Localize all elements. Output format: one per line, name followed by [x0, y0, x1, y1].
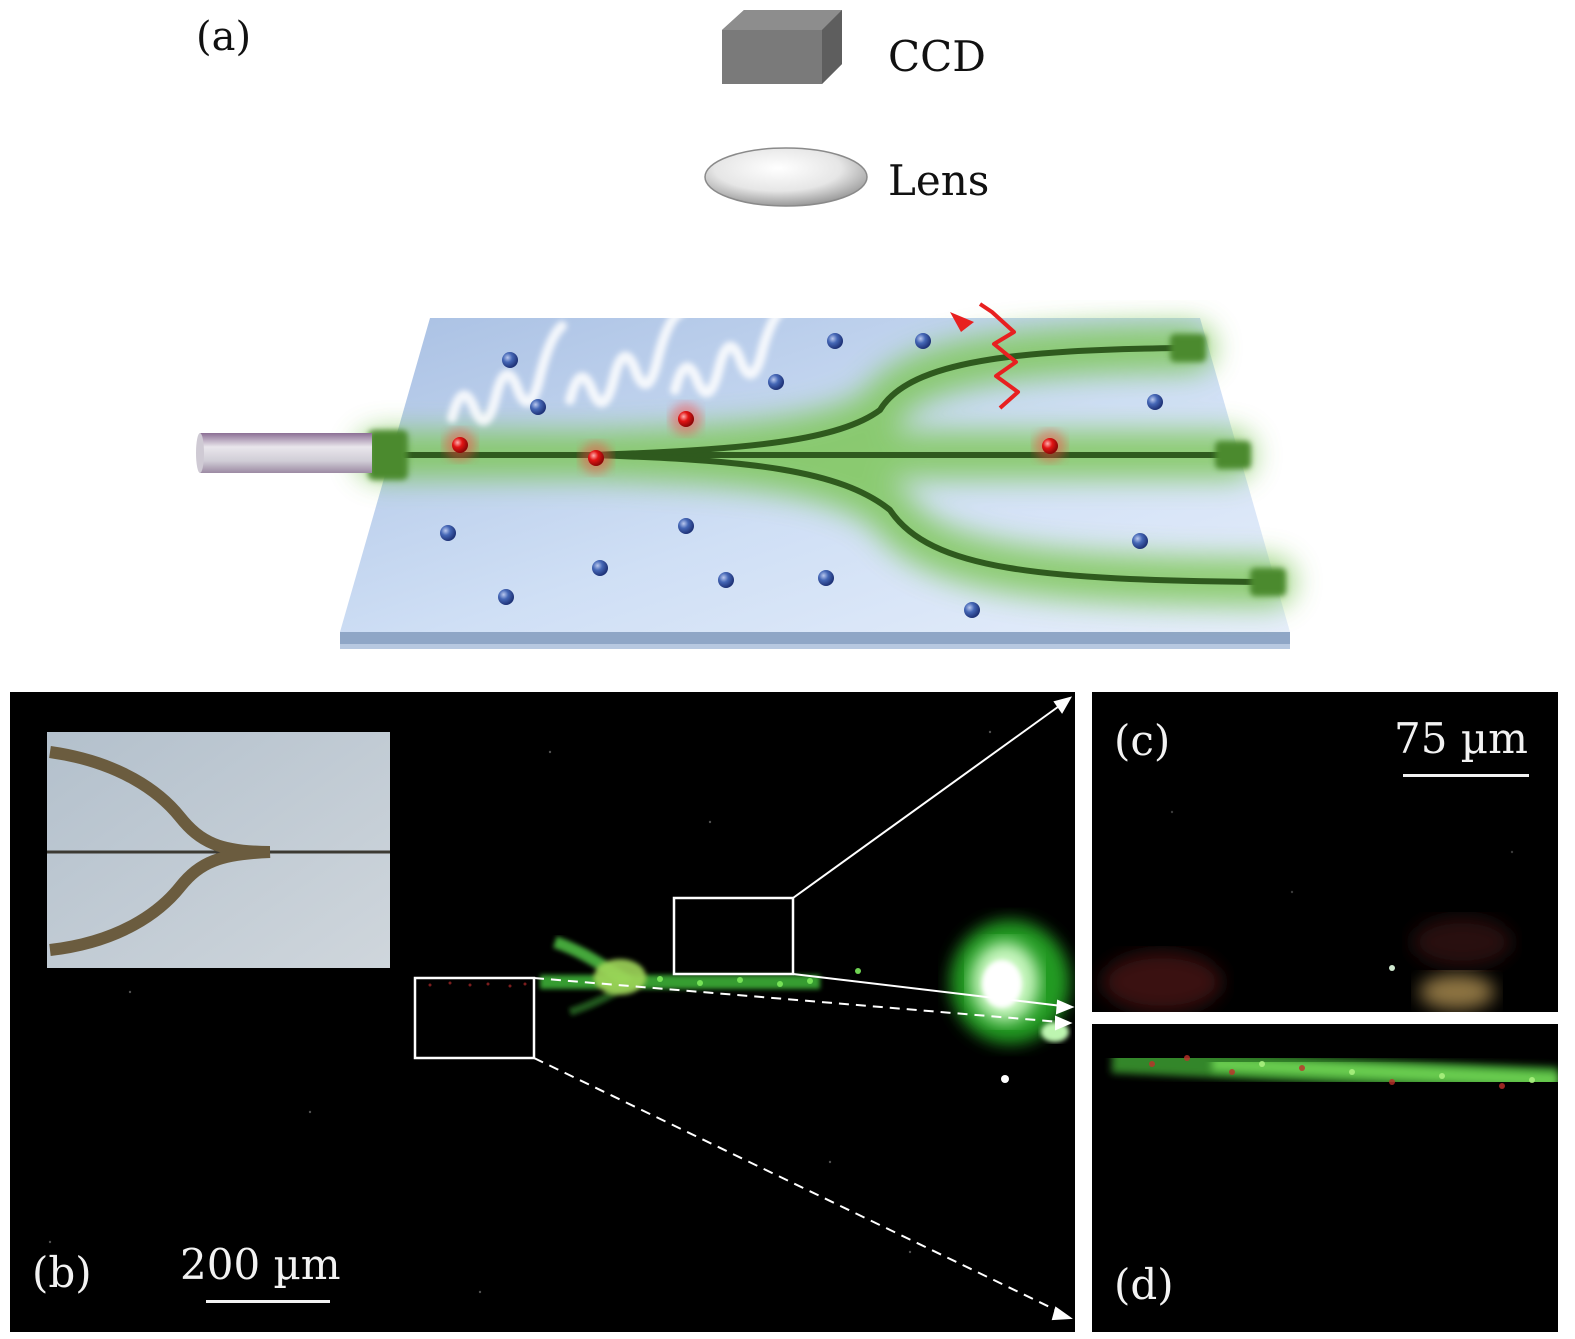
input-fiber	[200, 433, 372, 473]
emission-arrow	[978, 302, 1020, 410]
zoom-box-c	[672, 896, 795, 976]
zoom-arrow-d	[533, 977, 1073, 1321]
inset-photo	[47, 732, 390, 968]
zoom-arrow-c	[792, 696, 1075, 1015]
panel-c-label: (c)	[1114, 716, 1171, 765]
zoom-box-d	[413, 976, 536, 1060]
panel-d-image: (d)	[1092, 1024, 1558, 1332]
substrate-edge	[340, 632, 1290, 646]
panel-c-image: (c) 75 µm	[1092, 692, 1558, 1012]
red-particles	[444, 403, 1066, 474]
panel-b-label: (b)	[32, 1248, 92, 1297]
scale-bar-label-c: 75 µm	[1394, 714, 1528, 763]
panel-a-label: (a)	[196, 14, 252, 60]
blue-particles	[440, 333, 1163, 618]
lens-label: Lens	[888, 156, 990, 205]
scale-bar-c	[1403, 774, 1529, 777]
scale-bar-label-b: 200 µm	[180, 1240, 341, 1289]
ccd-label: CCD	[888, 32, 986, 81]
panel-b-image: (b) 200 µm	[10, 692, 1075, 1332]
waveguide-chip-diagram	[196, 302, 1294, 649]
output-spot	[950, 920, 1070, 1083]
ccd-camera-icon	[722, 10, 842, 84]
scale-bar-b	[206, 1300, 330, 1303]
lens-icon	[704, 147, 868, 207]
panel-d-label: (d)	[1114, 1260, 1174, 1309]
